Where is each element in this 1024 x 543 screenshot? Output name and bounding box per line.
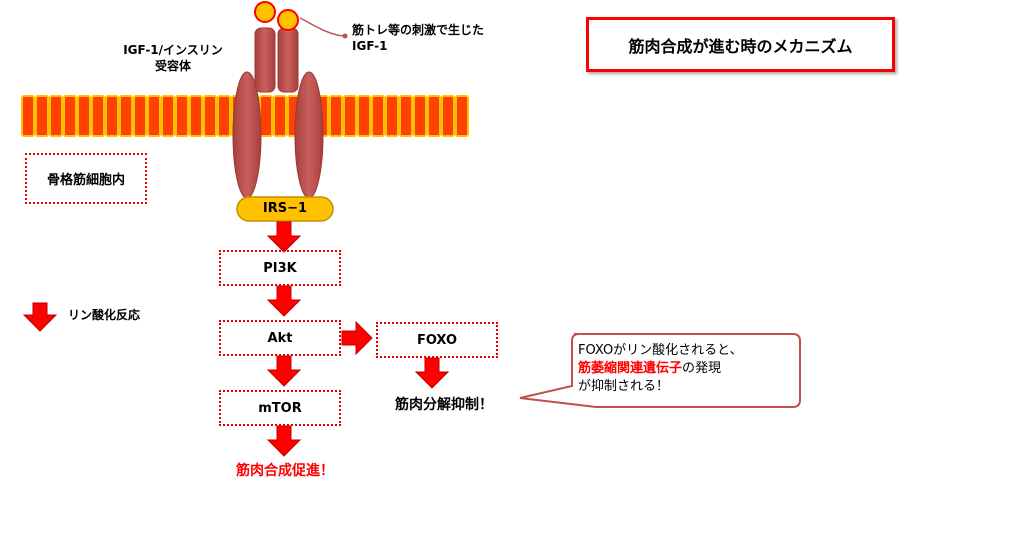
membrane-segment	[175, 95, 189, 137]
receptor-label: IGF-1/インスリン 受容体	[118, 42, 228, 74]
receptor-label-line1: IGF-1/インスリン	[123, 43, 223, 57]
callout-line3: が抑制される！	[578, 379, 670, 394]
membrane-segment	[413, 95, 427, 137]
membrane-segment	[343, 95, 357, 137]
membrane-segment	[105, 95, 119, 137]
title-box: 筋肉合成が進む時のメカニズム	[586, 17, 895, 72]
arrow-akt-foxo	[341, 320, 373, 356]
membrane-segment	[455, 95, 469, 137]
membrane-segment	[161, 95, 175, 137]
ligand-label-line2: IGF-1	[352, 39, 388, 53]
foxo-node: FOXO	[376, 322, 498, 358]
membrane-segment	[217, 95, 231, 137]
irs1-node	[236, 196, 334, 222]
akt-label: Akt	[267, 330, 293, 346]
receptor-label-line2: 受容体	[154, 59, 191, 73]
membrane-segment	[329, 95, 343, 137]
igf1-ligand-right	[277, 9, 299, 31]
receptor-stalk-left	[254, 27, 276, 93]
mtor-node: mTOR	[219, 390, 341, 426]
page-title: 筋肉合成が進む時のメカニズム	[628, 36, 853, 56]
cell-interior-box: 骨格筋細胞内	[25, 153, 147, 204]
membrane-segment	[371, 95, 385, 137]
arrow-foxo-outcome	[414, 357, 450, 389]
membrane-segment	[189, 95, 203, 137]
membrane-segment	[357, 95, 371, 137]
membrane-segment	[77, 95, 91, 137]
membrane-segment	[399, 95, 413, 137]
ligand-pointer-dot	[342, 33, 348, 39]
arrow-akt-mtor	[266, 355, 302, 387]
arrow-mtor-outcome	[266, 425, 302, 457]
membrane-segment	[133, 95, 147, 137]
outcome-degradation: 筋肉分解抑制！	[395, 397, 493, 413]
callout-line2-rest: の発現	[682, 361, 722, 376]
ligand-label: 筋トレ等の刺激で生じた IGF-1	[352, 22, 484, 54]
callout-highlight: 筋萎縮関連遺伝子	[578, 361, 683, 376]
arrow-pi3k-akt	[266, 285, 302, 317]
legend-arrow	[22, 302, 58, 332]
cell-interior-label: 骨格筋細胞内	[46, 173, 125, 188]
igf1-ligand-left	[254, 1, 276, 23]
membrane-segment	[427, 95, 441, 137]
receptor-transmembrane-right	[294, 71, 324, 199]
pi3k-node: PI3K	[219, 250, 341, 286]
legend-label: リン酸化反応	[68, 308, 141, 322]
membrane-segment	[441, 95, 455, 137]
outcome-synthesis: 筋肉合成促進！	[236, 463, 334, 479]
pi3k-label: PI3K	[263, 260, 297, 276]
receptor-stalk-right	[277, 27, 299, 93]
membrane-segment	[21, 95, 35, 137]
callout-bubble	[519, 333, 801, 408]
membrane-segment	[119, 95, 133, 137]
membrane-segment	[63, 95, 77, 137]
membrane-segment	[147, 95, 161, 137]
arrow-irs1-pi3k	[266, 221, 302, 253]
ligand-label-line1: 筋トレ等の刺激で生じた	[352, 23, 485, 37]
membrane-segment	[203, 95, 217, 137]
foxo-label: FOXO	[416, 332, 458, 348]
membrane-segment	[91, 95, 105, 137]
membrane-segment	[385, 95, 399, 137]
membrane-segment	[35, 95, 49, 137]
membrane-segment	[49, 95, 63, 137]
membrane-segment	[273, 95, 287, 137]
irs1-label: IRS−1	[262, 201, 308, 216]
ligand-pointer-line	[299, 17, 346, 37]
callout-line1: FOXOがリン酸化されると、	[578, 343, 743, 358]
mtor-label: mTOR	[258, 400, 302, 416]
akt-node: Akt	[219, 320, 341, 356]
membrane-segment	[259, 95, 273, 137]
callout-text: FOXOがリン酸化されると、 筋萎縮関連遺伝子の発現 が抑制される！	[578, 342, 808, 396]
callout-line2: 筋萎縮関連遺伝子の発現	[578, 360, 808, 378]
